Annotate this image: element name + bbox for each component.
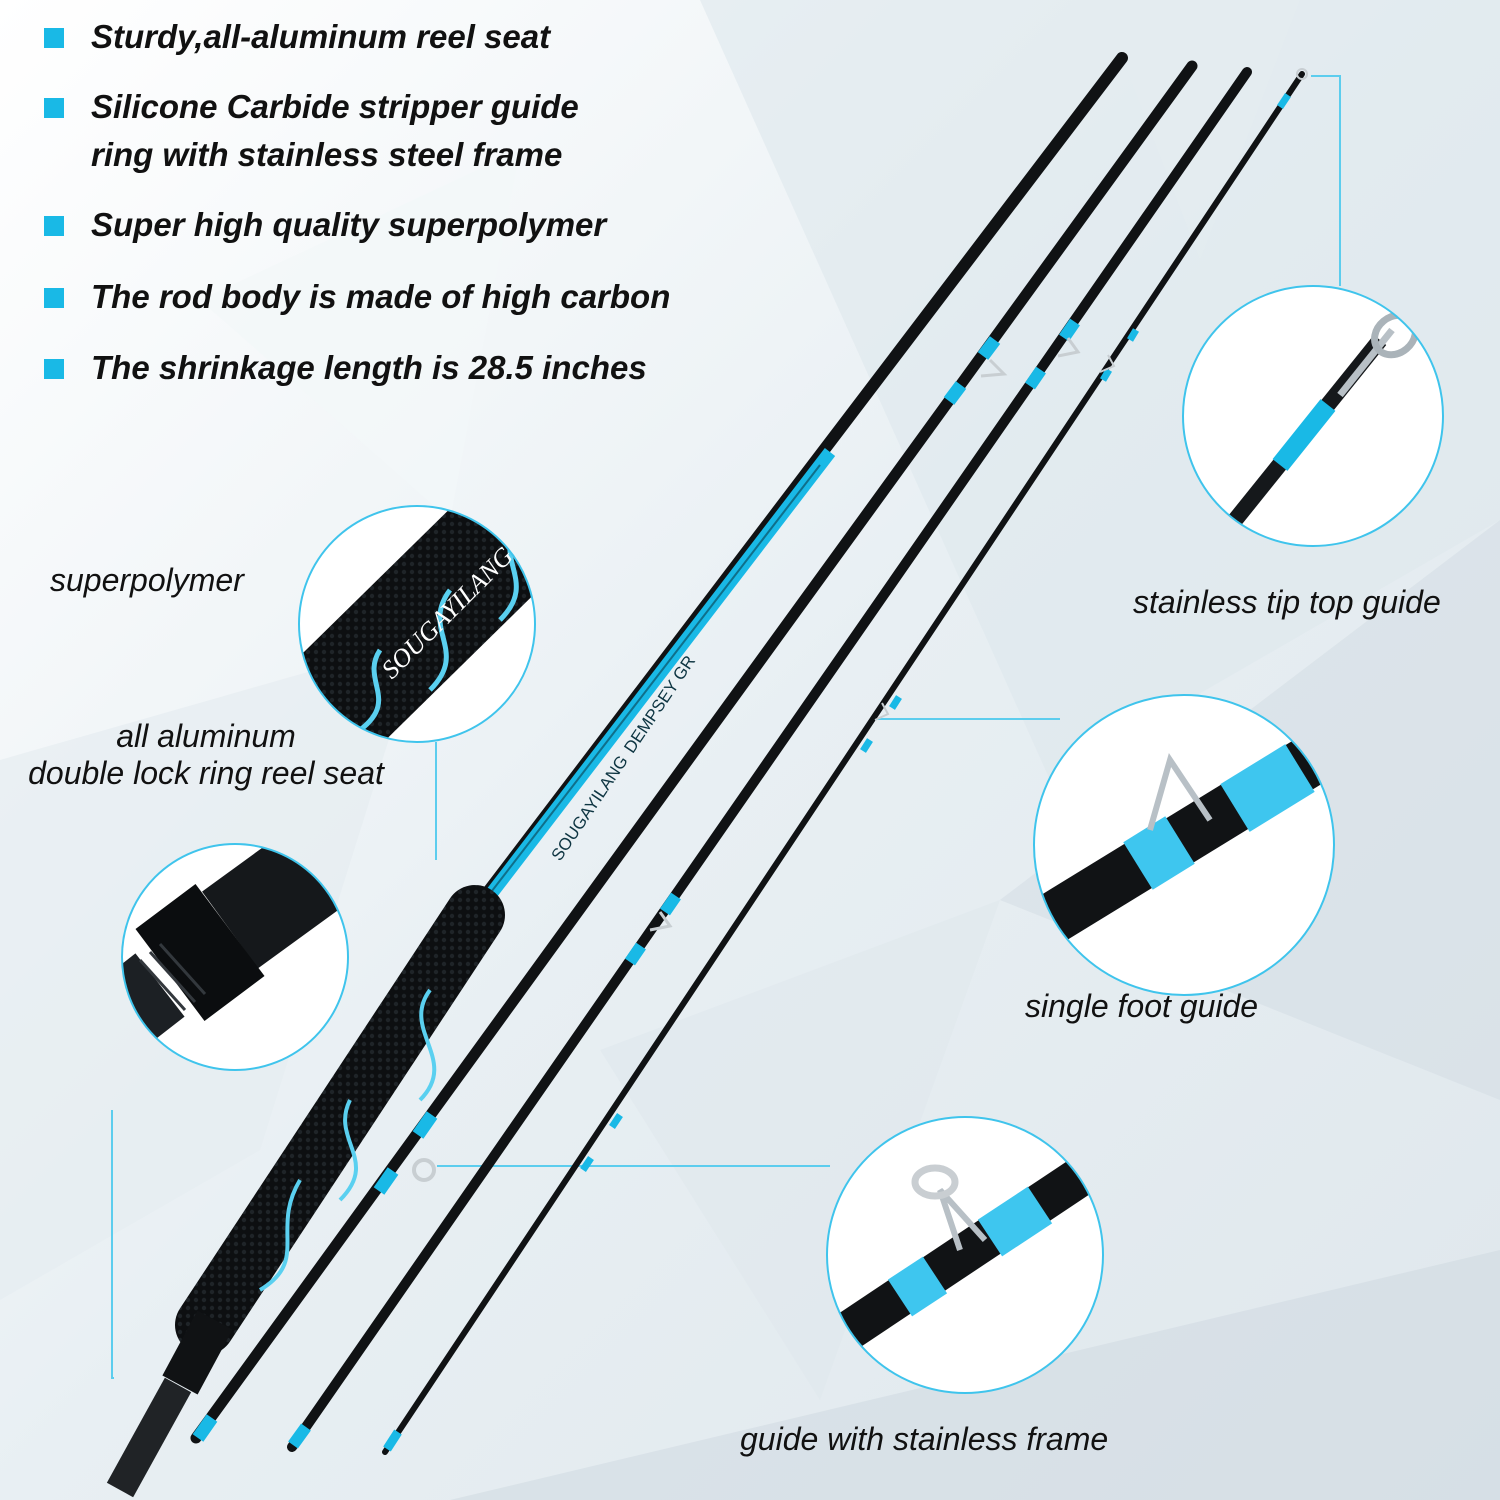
feature-text: Sturdy,all-aluminum reel seat <box>91 18 551 55</box>
rod-section-2 <box>190 60 1198 1444</box>
caption-frame-guide: guide with stainless frame <box>740 1421 1109 1457</box>
rod-section-tip <box>382 68 1308 1455</box>
square-bullet-icon <box>44 288 64 308</box>
caption-reel-seat-line2: double lock ring reel seat <box>28 755 384 791</box>
square-bullet-icon <box>44 216 64 236</box>
feature-text: The shrinkage length is 28.5 inches <box>91 349 647 386</box>
caption-superpolymer: superpolymer <box>50 562 244 598</box>
square-bullet-icon <box>44 359 64 379</box>
feature-text: Silicone Carbide stripper guide <box>91 88 579 125</box>
feature-text: The rod body is made of high carbon <box>91 278 671 315</box>
zoom-circle-tip-top <box>1182 285 1444 547</box>
feature-text: ring with stainless steel frame <box>91 136 563 173</box>
callout-leader-lines <box>111 75 1341 1379</box>
caption-reel-seat-line1: all aluminum <box>116 718 296 754</box>
rod-section-3 <box>287 67 1252 1452</box>
square-bullet-icon <box>44 98 64 118</box>
zoom-circle-single-foot-guide <box>1033 694 1335 996</box>
caption-single-foot: single foot guide <box>1025 988 1259 1024</box>
zoom-circle-frame-guide <box>826 1116 1104 1394</box>
square-bullet-icon <box>44 28 64 48</box>
caption-tip-top: stainless tip top guide <box>1133 584 1441 620</box>
feature-text: Super high quality superpolymer <box>91 206 607 243</box>
